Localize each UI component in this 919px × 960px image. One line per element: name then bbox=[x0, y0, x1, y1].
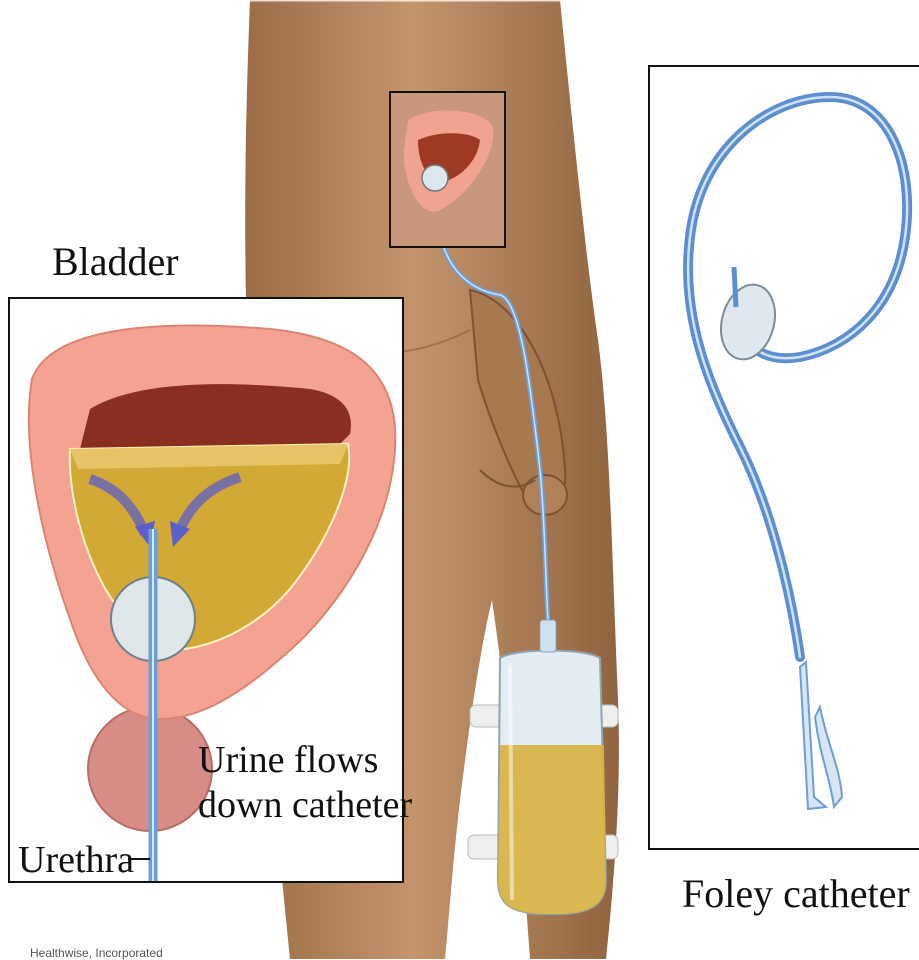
bladder-label: Bladder bbox=[52, 238, 179, 285]
foley-catheter-illustration bbox=[650, 67, 919, 848]
drainage-bag bbox=[498, 620, 606, 914]
foley-catheter-panel bbox=[648, 65, 919, 850]
inset-locator-box bbox=[390, 92, 505, 247]
credit-text: Healthwise, Incorporated bbox=[30, 946, 163, 960]
urethra-label: Urethra bbox=[18, 838, 134, 882]
urine-flows-label: Urine flows down catheter bbox=[198, 738, 412, 828]
foley-catheter-label: Foley catheter bbox=[682, 870, 910, 917]
urine-flows-line2: down catheter bbox=[198, 783, 412, 828]
urine-flows-line1: Urine flows bbox=[198, 738, 412, 783]
